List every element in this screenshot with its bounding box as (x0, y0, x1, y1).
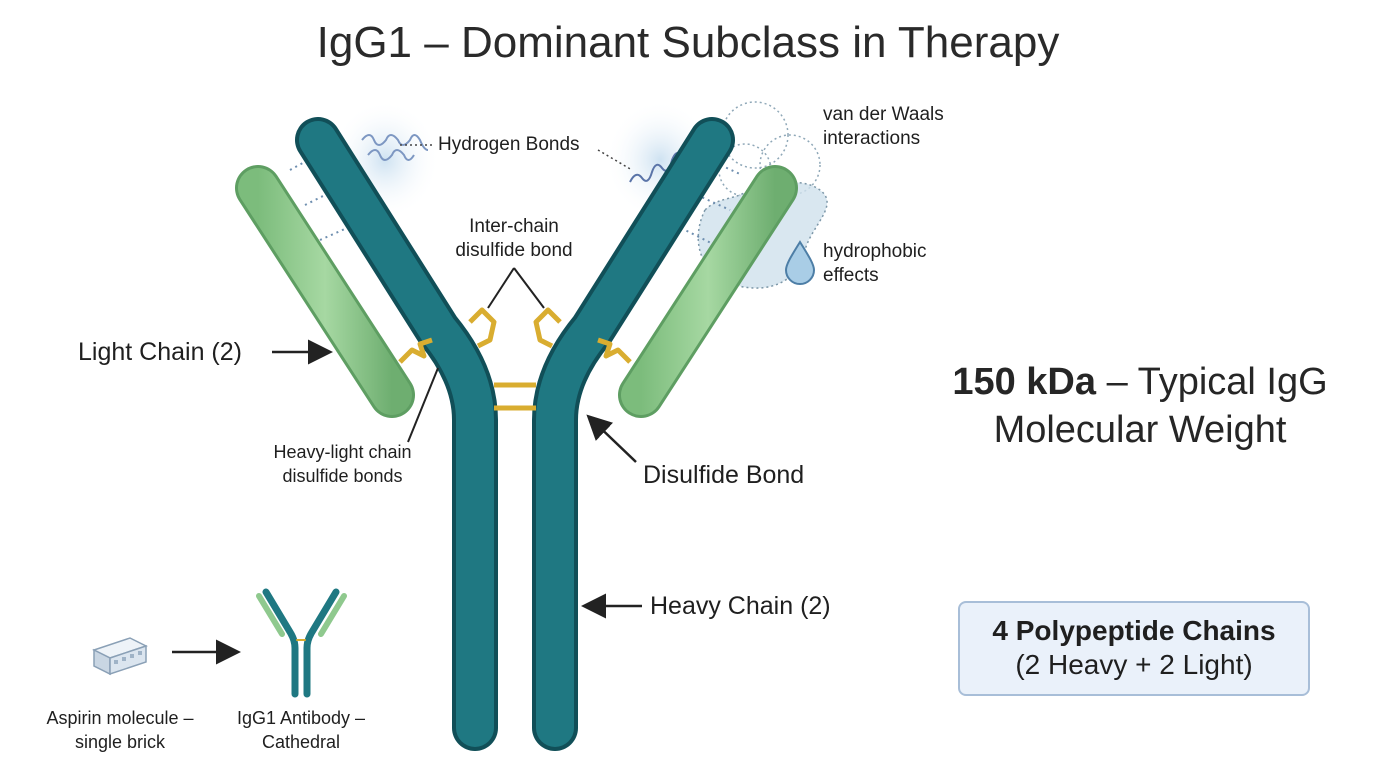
label-hydrophobic-effects: hydrophobic effects (823, 241, 927, 286)
water-drop-icon (784, 240, 816, 285)
brick-icon (92, 637, 148, 676)
chains-box-line2: (2 Heavy + 2 Light) (1015, 649, 1253, 680)
label-van-der-waals: van der Waals interactions (823, 104, 944, 149)
label-light-chain: Light Chain (2) (78, 338, 242, 366)
molecular-weight-text-2: Molecular Weight (993, 409, 1287, 451)
molecular-weight-value: 150 kDa (952, 361, 1097, 403)
disulfide-bond-arrow (586, 414, 637, 463)
label-igg1-antibody: IgG1 Antibody – Cathedral (236, 708, 366, 752)
chains-box-line1: 4 Polypeptide Chains (992, 615, 1276, 646)
disulfide-bonds (398, 307, 632, 411)
page-title: IgG1 – Dominant Subclass in Therapy (316, 18, 1060, 67)
hydrogen-bond-spring-icon (361, 134, 429, 161)
leader-lines (398, 144, 633, 443)
label-hydrogen-bonds: Hydrogen Bonds (438, 134, 580, 155)
label-disulfide-bond: Disulfide Bond (643, 461, 805, 489)
hydrogen-bond-spring-icon-right (629, 151, 681, 183)
mini-antibody-icon (256, 588, 347, 698)
molecular-weight-text-1: – Typical IgG (1096, 361, 1328, 403)
polypeptide-chains-box: 4 Polypeptide Chains (2 Heavy + 2 Light) (958, 601, 1310, 696)
label-heavy-chain: Heavy Chain (2) (650, 592, 831, 620)
label-heavy-light-disulfide: Heavy-light chain disulfide bonds (273, 442, 412, 486)
label-aspirin-molecule: Aspirin molecule – single brick (46, 708, 194, 752)
molecular-weight-callout: 150 kDa – Typical IgG Molecular Weight (900, 358, 1376, 454)
label-inter-chain-disulfide: Inter-chain disulfide bond (455, 216, 573, 261)
